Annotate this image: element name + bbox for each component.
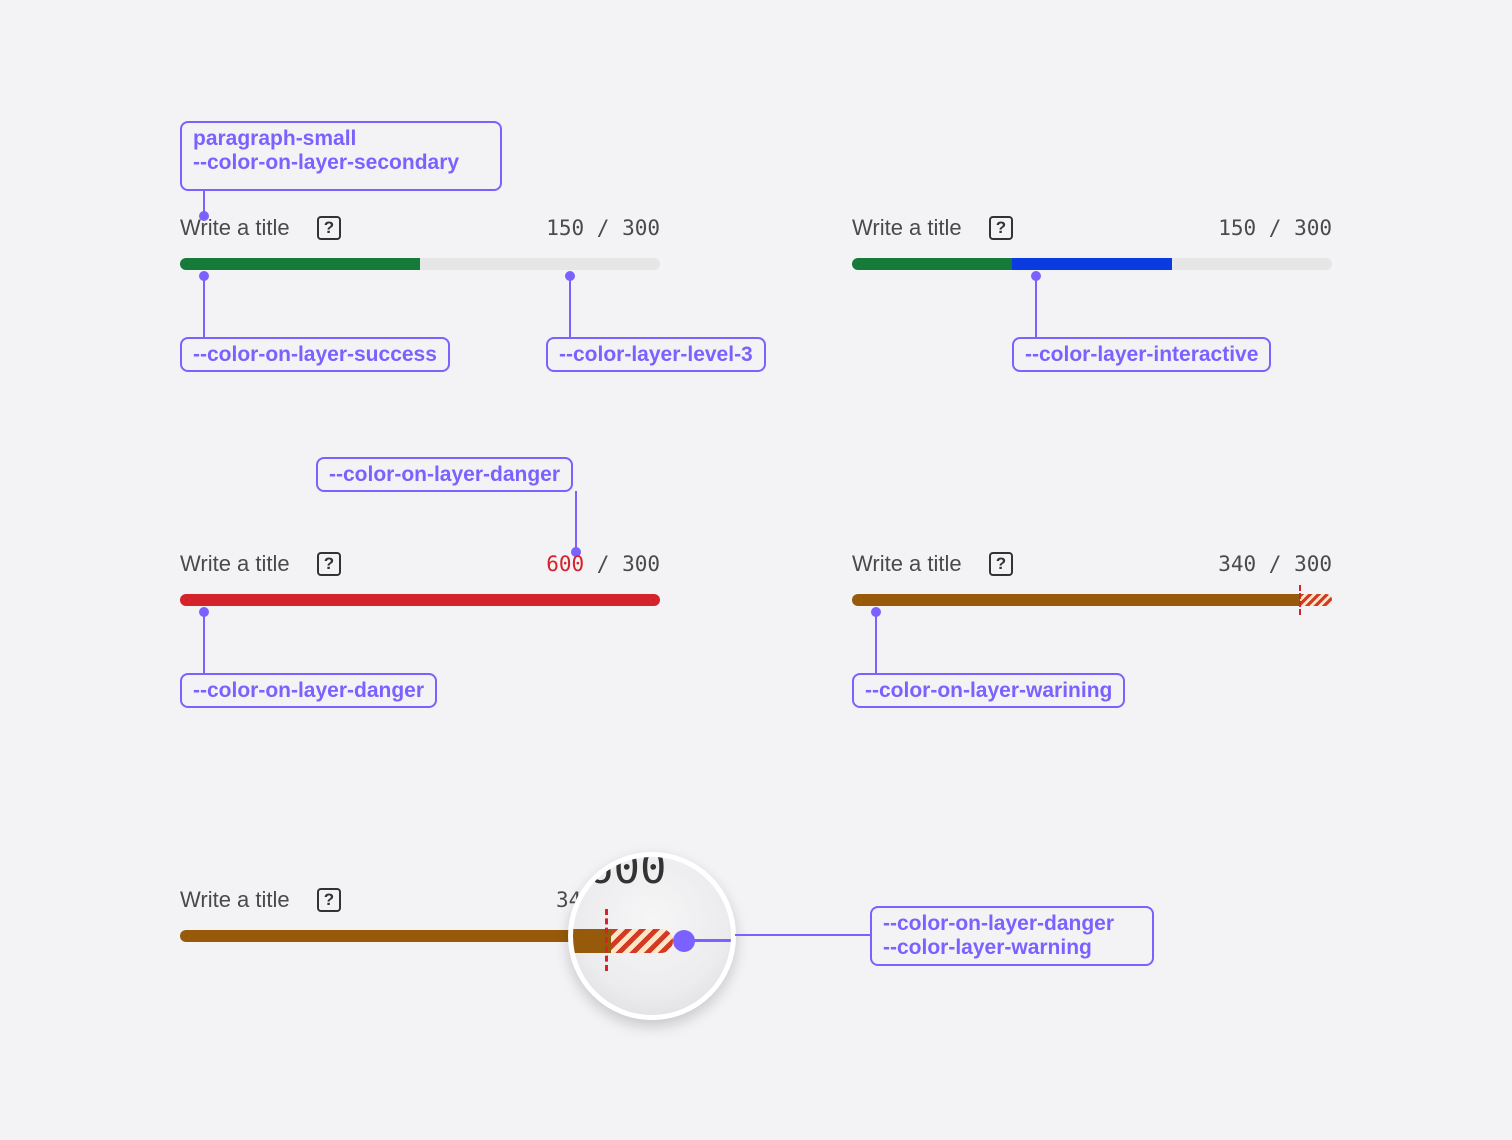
progress-fill-interactive bbox=[1012, 258, 1172, 270]
progress-track bbox=[852, 594, 1332, 606]
title-label: Write a title bbox=[180, 887, 290, 912]
title-label: Write a title bbox=[852, 215, 962, 240]
annotation-dot bbox=[199, 211, 209, 221]
counter-current: 600 bbox=[546, 552, 585, 576]
counter-separator: / bbox=[584, 216, 623, 240]
annotation-tag-paragraph-small: paragraph-small --color-on-layer-seconda… bbox=[180, 121, 502, 191]
progress-fill-success bbox=[852, 258, 1012, 270]
magnifier-limit-marker bbox=[605, 909, 608, 971]
annotation-connector bbox=[1035, 276, 1037, 338]
annotation-connector bbox=[203, 276, 205, 338]
magnifier: 600 bbox=[568, 852, 736, 1020]
annotation-connector bbox=[735, 934, 872, 936]
limit-marker bbox=[1299, 585, 1301, 615]
counter-current: 150 bbox=[1218, 216, 1257, 240]
annotation-connector bbox=[575, 491, 577, 549]
annotation-tag-level-3: --color-layer-level-3 bbox=[546, 337, 766, 372]
annotation-text: --color-on-layer-secondary bbox=[193, 151, 460, 174]
annotation-text: paragraph-small bbox=[193, 127, 357, 150]
annotation-text: --color-on-layer-danger bbox=[883, 912, 1115, 935]
help-icon[interactable]: ? bbox=[317, 888, 341, 912]
magnifier-counter-text: 600 bbox=[587, 852, 667, 894]
annotation-dot bbox=[571, 547, 581, 557]
progress-track bbox=[180, 258, 660, 270]
title-label: Write a title bbox=[180, 551, 290, 576]
progress-track bbox=[180, 594, 660, 606]
counter-separator: / bbox=[1256, 552, 1295, 576]
help-icon[interactable]: ? bbox=[989, 552, 1013, 576]
annotation-connector bbox=[569, 276, 571, 338]
character-counter: 150 / 300 bbox=[1192, 215, 1332, 241]
help-icon[interactable]: ? bbox=[989, 216, 1013, 240]
annotation-tag-warning-bar: --color-on-layer-warining bbox=[852, 673, 1126, 708]
character-counter: 600 / 300 bbox=[520, 551, 660, 577]
progress-fill-warning bbox=[852, 594, 1300, 606]
character-counter: 150 / 300 bbox=[520, 215, 660, 241]
title-label: Write a title bbox=[852, 551, 962, 576]
counter-current: 150 bbox=[546, 216, 585, 240]
counter-max: 300 bbox=[1294, 216, 1332, 240]
counter-separator: / bbox=[1256, 216, 1295, 240]
progress-fill-success bbox=[180, 258, 420, 270]
annotation-text: --color-layer-warning bbox=[883, 936, 1092, 959]
annotation-tag-danger-bar: --color-on-layer-danger bbox=[180, 673, 438, 708]
annotation-connector bbox=[693, 939, 731, 942]
progress-track bbox=[852, 258, 1332, 270]
magnifier-fill-warning bbox=[573, 929, 611, 953]
help-icon[interactable]: ? bbox=[317, 216, 341, 240]
annotation-tag-success: --color-on-layer-success bbox=[180, 337, 450, 372]
annotation-tag-interactive: --color-layer-interactive bbox=[1012, 337, 1272, 372]
character-counter: 340 / 300 bbox=[1192, 551, 1332, 577]
counter-max: 300 bbox=[1294, 552, 1332, 576]
title-label: Write a title bbox=[180, 215, 290, 240]
progress-fill-danger bbox=[180, 594, 660, 606]
annotation-connector bbox=[203, 612, 205, 674]
counter-current: 340 bbox=[1218, 552, 1257, 576]
annotation-connector bbox=[875, 612, 877, 674]
counter-max: 300 bbox=[622, 552, 660, 576]
counter-separator: / bbox=[584, 552, 623, 576]
help-icon[interactable]: ? bbox=[317, 552, 341, 576]
magnifier-overflow-hatch bbox=[611, 929, 673, 953]
progress-overflow-hatch bbox=[1300, 594, 1332, 606]
annotation-dot bbox=[673, 930, 695, 952]
annotation-tag-danger-counter: --color-on-layer-danger bbox=[316, 457, 574, 492]
counter-max: 300 bbox=[622, 216, 660, 240]
annotation-tag-zoom: --color-on-layer-danger --color-layer-wa… bbox=[870, 906, 1154, 966]
annotation-connector bbox=[203, 191, 205, 213]
progress-track bbox=[180, 930, 600, 942]
